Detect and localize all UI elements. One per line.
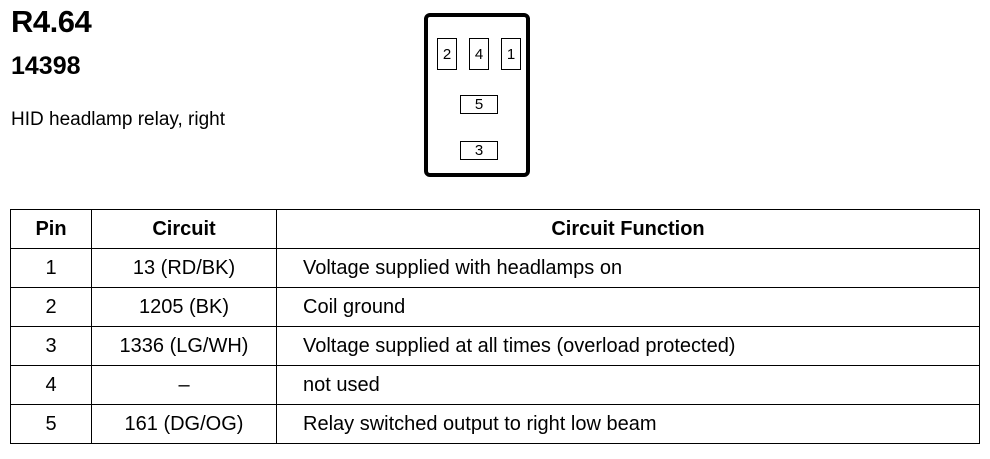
circuit-cell: – [91,365,277,405]
connector-diagram: 2 4 1 5 3 [424,13,530,177]
column-header-pin: Pin [10,209,92,249]
column-header-circuit: Circuit [91,209,277,249]
function-cell: Voltage supplied at all times (overload … [276,326,980,366]
connector-pin: 2 [437,38,457,70]
pin-cell: 1 [10,248,92,288]
connector-pin: 1 [501,38,521,70]
circuit-cell: 13 (RD/BK) [91,248,277,288]
function-cell: Relay switched output to right low beam [276,404,980,444]
component-code: R4.64 [11,4,92,39]
table-header-row: Pin Circuit Circuit Function [10,209,980,249]
pin-cell: 2 [10,287,92,327]
circuit-cell: 1205 (BK) [91,287,277,327]
table-row: 2 1205 (BK) Coil ground [10,287,980,327]
column-header-function: Circuit Function [276,209,980,249]
connector-pin: 5 [460,95,498,114]
pin-cell: 5 [10,404,92,444]
function-cell: Coil ground [276,287,980,327]
pin-cell: 4 [10,365,92,405]
table-row: 4 – not used [10,365,980,405]
pin-cell: 3 [10,326,92,366]
function-cell: Voltage supplied with headlamps on [276,248,980,288]
table-row: 3 1336 (LG/WH) Voltage supplied at all t… [10,326,980,366]
component-description: HID headlamp relay, right [11,109,226,130]
table-row: 1 13 (RD/BK) Voltage supplied with headl… [10,248,980,288]
table-row: 5 161 (DG/OG) Relay switched output to r… [10,404,980,444]
connector-pin: 3 [460,141,498,160]
part-number: 14398 [11,52,81,80]
circuit-cell: 161 (DG/OG) [91,404,277,444]
connector-pin: 4 [469,38,489,70]
circuit-cell: 1336 (LG/WH) [91,326,277,366]
pinout-table: Pin Circuit Circuit Function 1 13 (RD/BK… [10,209,980,444]
function-cell: not used [276,365,980,405]
